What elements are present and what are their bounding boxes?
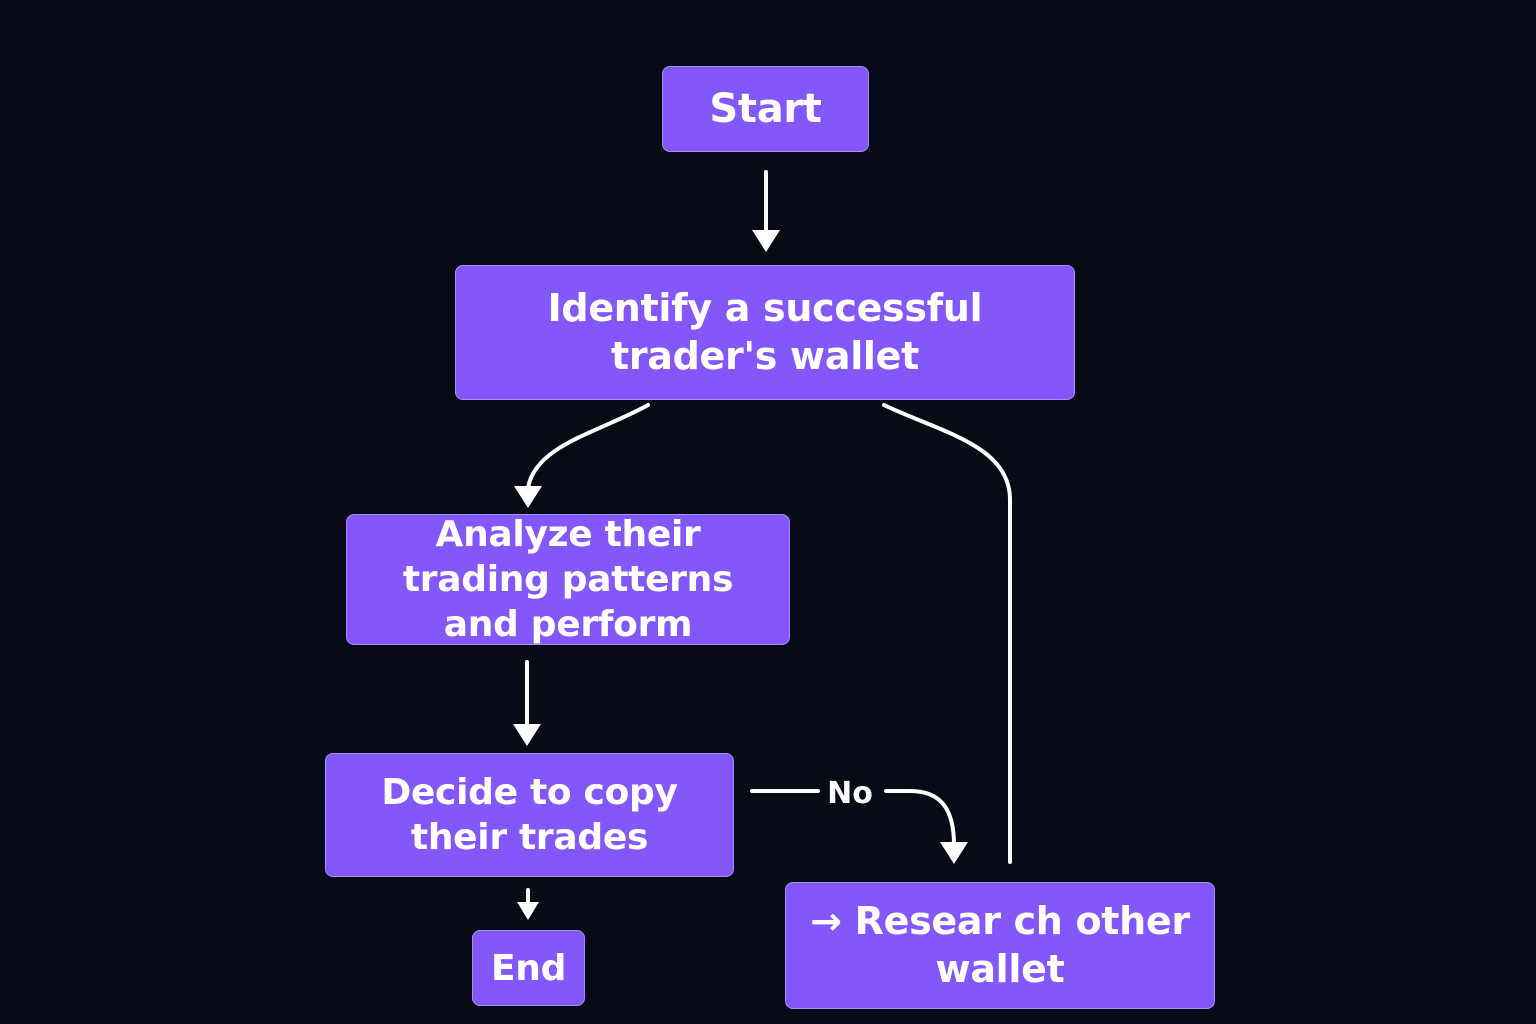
arrowhead-icon <box>513 724 541 746</box>
edge-label-no: No <box>820 772 880 814</box>
arrowhead-icon <box>517 902 539 920</box>
analyze-patterns-label: Analyze their trading patterns and perfo… <box>402 514 734 645</box>
edge-analyze-to-decide <box>513 660 541 746</box>
edge-start-to-identify <box>752 170 780 252</box>
start-node-label: Start <box>709 86 822 132</box>
start-node: Start <box>662 66 869 152</box>
arrowhead-icon <box>752 230 780 252</box>
edge-identify-to-analyze <box>514 403 650 508</box>
decide-copy-node: Decide to copy their trades <box>325 753 734 877</box>
edge-identify-to-research-loop <box>882 403 1012 864</box>
arrowhead-icon <box>940 842 968 864</box>
research-other-wallet-node: → Resear ch other wallet <box>785 882 1215 1009</box>
identify-wallet-node: Identify a successful trader's wallet <box>455 265 1075 400</box>
research-other-wallet-label: → Resear ch other wallet <box>810 899 1190 991</box>
arrowhead-icon <box>514 486 542 508</box>
end-node-label: End <box>490 947 567 989</box>
end-node: End <box>472 930 585 1006</box>
edge-decide-to-end <box>517 888 539 920</box>
decide-copy-label: Decide to copy their trades <box>381 772 678 858</box>
identify-wallet-label: Identify a successful trader's wallet <box>547 286 983 378</box>
analyze-patterns-node: Analyze their trading patterns and perfo… <box>346 514 790 645</box>
edge-decide-to-research <box>750 789 968 864</box>
